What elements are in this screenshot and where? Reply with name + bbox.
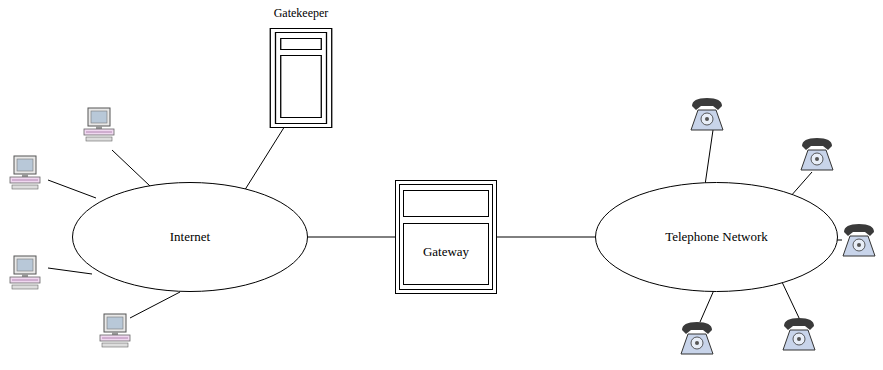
computer-icon [10,256,40,289]
network-link [308,237,395,238]
network-cloud: Telephone Network [595,182,838,292]
telephone-icon [783,318,815,350]
computer-icon [10,156,40,189]
network-link [245,128,284,190]
node-outline [395,180,497,294]
node-label: Gateway [423,244,469,260]
telephone-icon [691,98,723,130]
computer-icon [100,314,130,347]
node-outline [250,6,352,128]
network-cloud: Internet [72,182,308,292]
telephone-icon [801,138,833,170]
gatekeeper-server: Gatekeeper [250,6,352,128]
telephone-icon [843,224,875,256]
network-link [497,237,595,238]
node-label: Internet [170,229,210,245]
computer-icon [84,108,114,141]
node-label: Telephone Network [665,229,768,245]
gateway-server: Gateway [395,180,497,294]
node-heading: Gatekeeper [250,6,352,20]
telephone-icon [681,322,713,354]
